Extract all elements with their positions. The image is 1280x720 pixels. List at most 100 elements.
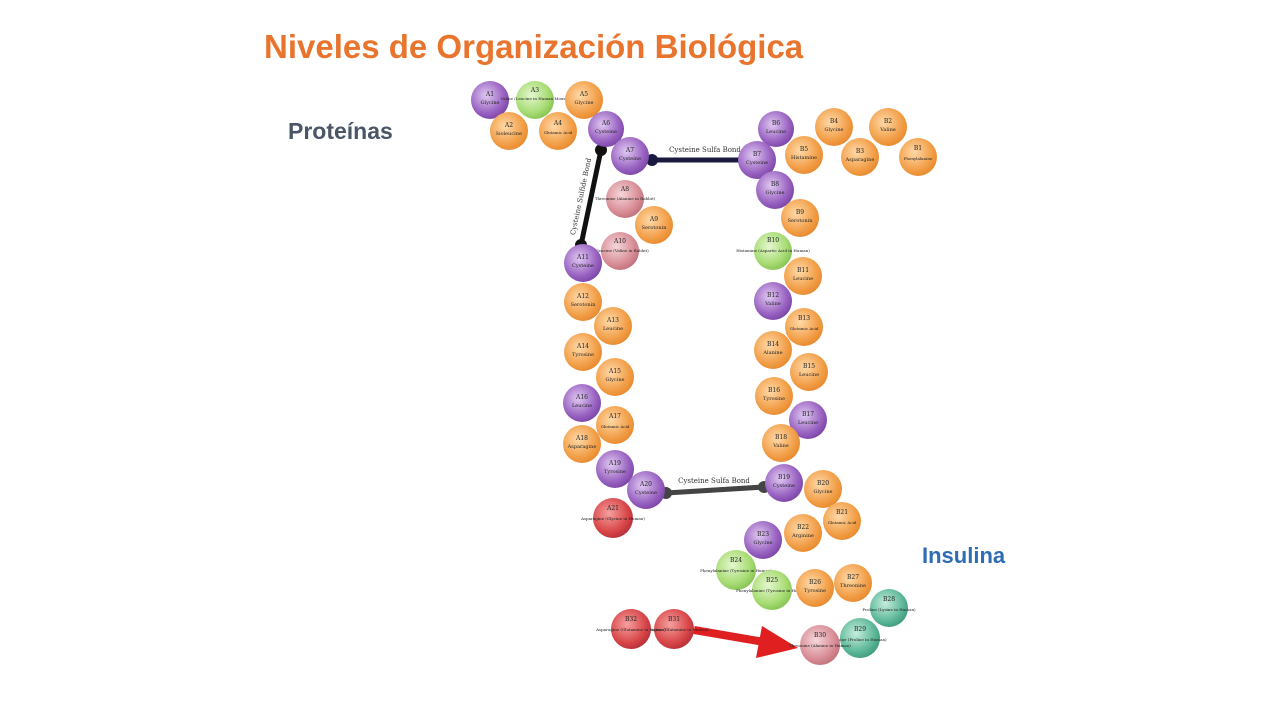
bead-B17-id: B17 (802, 411, 814, 418)
bead-B18-id: B18 (775, 434, 787, 441)
bead-B26-name: Tyrosine (804, 588, 826, 594)
bead-A14-name: Tyrosine (572, 352, 594, 358)
bead-B24: B24 Phenylalanine (Tyrosine in Human) (700, 550, 772, 590)
bond-bottom: Cysteine Sulfa Bond (660, 477, 770, 499)
bead-B26: B26 Tyrosine (796, 569, 834, 607)
bead-A11-name: Cysteine (572, 263, 594, 269)
bead-A4-id: A4 (553, 120, 562, 127)
bead-A20: A20 Cysteine (627, 471, 665, 509)
bead-A15: A15 Glycine (596, 358, 634, 396)
bead-B23-name: Glycine (754, 540, 773, 546)
bead-A3-id: A3 (530, 87, 539, 94)
bead-A2: A2 Isoleucine (490, 112, 528, 150)
bead-A12-name: Serotonin (571, 302, 597, 308)
bead-A16-name: Leucine (572, 403, 592, 409)
bead-B32-id: B32 (625, 616, 637, 623)
bead-B22-name: Arginine (791, 533, 814, 539)
bead-A13: A13 Leucine (594, 307, 632, 345)
bead-B17-name: Leucine (798, 420, 818, 426)
bead-A8: A8 Threonine (Alanine in Rabbit) (595, 180, 656, 218)
bead-A20-id: A20 (639, 481, 652, 488)
bead-B2-id: B2 (884, 118, 892, 125)
bead-B31: B31 Asparagine (Glutamine in Human) (638, 609, 709, 649)
bead-B19-name: Cysteine (773, 483, 795, 489)
bead-B14: B14 Alanine (754, 331, 792, 369)
bead-B5-name: Histamine (791, 155, 817, 161)
bead-B14-id: B14 (767, 341, 779, 348)
bead-A13-id: A13 (606, 317, 619, 324)
bead-B24-id: B24 (730, 557, 742, 564)
bead-B32-name: Asparagine (Glutamine in Human) (595, 627, 666, 632)
bead-A21: A21 Asparagine (Glycine in Human) (580, 498, 645, 538)
bead-B27-name: Threonine (840, 583, 866, 589)
bead-A9: A9 Serotonin (635, 206, 673, 244)
bead-B21-id: B21 (836, 509, 848, 516)
bead-B22: B22 Arginine (784, 514, 822, 552)
bead-B13-id: B13 (798, 315, 810, 322)
bead-B11-id: B11 (797, 267, 809, 274)
bead-B13-name: Glutamic Acid (790, 326, 819, 331)
bead-A21-id: A21 (606, 505, 619, 512)
bead-A19-id: A19 (608, 460, 621, 467)
bead-A6-name: Cysteine (595, 129, 617, 135)
bead-B1-id: B1 (914, 145, 922, 152)
subtitle-proteinas: Proteínas (288, 118, 393, 144)
bond-top-label: Cysteine Sulfa Bond (669, 146, 741, 154)
bead-B31-id: B31 (668, 616, 680, 623)
bead-A18: A18 Asparagine (563, 425, 601, 463)
bead-B8: B8 Glycine (756, 171, 794, 209)
caption-insulina: Insulina (922, 543, 1006, 568)
bead-A10-id: A10 (613, 238, 626, 245)
bead-B21-name: Glutamic Acid (828, 520, 857, 525)
bead-A1: A1 Glycine (471, 81, 509, 119)
bead-A16-id: A16 (575, 394, 588, 401)
bead-A14-id: A14 (576, 343, 589, 350)
bead-B8-id: B8 (771, 181, 779, 188)
bead-A12: A12 Serotonin (564, 283, 602, 321)
bead-A3: A3 Valine (Leucine in Human Mouse) (500, 81, 570, 119)
bead-B32: B32 Asparagine (Glutamine in Human) (595, 609, 666, 649)
bead-B22-id: B22 (797, 524, 809, 531)
bead-B19-id: B19 (778, 474, 790, 481)
bead-A18-name: Asparagine (567, 444, 597, 450)
bead-B6-name: Leucine (766, 129, 786, 135)
bead-B7: B7 Cysteine (738, 141, 776, 179)
bead-A5: A5 Glycine (565, 81, 603, 119)
bead-B28-name: Proline (Lysine in Human) (862, 607, 916, 612)
bead-A9-name: Serotonin (642, 225, 668, 231)
bead-B25: B25 Phenylalanine (Tyrosine in Human) (736, 570, 808, 610)
bead-B30-name: Threonine (Alanine in Human) (789, 643, 851, 648)
bead-A15-id: A15 (608, 368, 621, 375)
bead-A21-name: Asparagine (Glycine in Human) (580, 516, 645, 521)
bead-A4-name: Glutamic Acid (544, 130, 573, 135)
bead-B12-name: Valine (764, 301, 781, 307)
bead-B7-name: Cysteine (746, 160, 768, 166)
bead-B12-id: B12 (767, 292, 779, 299)
bead-A1-id: A1 (485, 91, 494, 98)
bead-B25-name: Phenylalanine (Tyrosine in Human) (736, 588, 808, 593)
bead-B10-name: Histamine (Aspartic Acid in Human) (736, 248, 810, 253)
bead-B24-name: Phenylalanine (Tyrosine in Human) (700, 568, 772, 573)
bead-B2: B2 Valine (869, 108, 907, 146)
bead-B6-id: B6 (772, 120, 780, 127)
bead-B15-id: B15 (803, 363, 815, 370)
bead-A8-id: A8 (620, 186, 629, 193)
bead-B20: B20 Glycine (804, 470, 842, 508)
bead-B18: B18 Valine (762, 424, 800, 462)
bead-B10: B10 Histamine (Aspartic Acid in Human) (736, 232, 810, 270)
bead-A11: A11 Cysteine (564, 244, 602, 282)
bead-A3-name: Valine (Leucine in Human Mouse) (500, 96, 570, 101)
bead-B30: B30 Threonine (Alanine in Human) (789, 625, 851, 665)
bead-B27: B27 Threonine (834, 564, 872, 602)
bead-A1-name: Glycine (481, 100, 500, 106)
page-title: Niveles de Organización Biológica (264, 28, 804, 65)
bead-B15-name: Leucine (799, 372, 819, 378)
bead-A12-id: A12 (576, 293, 589, 300)
bead-B19: B19 Cysteine (765, 464, 803, 502)
bead-A20-name: Cysteine (635, 490, 657, 496)
bead-B5-id: B5 (800, 146, 808, 153)
bead-B9-id: B9 (796, 209, 804, 216)
bead-B14-name: Alanine (762, 350, 782, 356)
bead-B18-name: Valine (772, 443, 789, 449)
